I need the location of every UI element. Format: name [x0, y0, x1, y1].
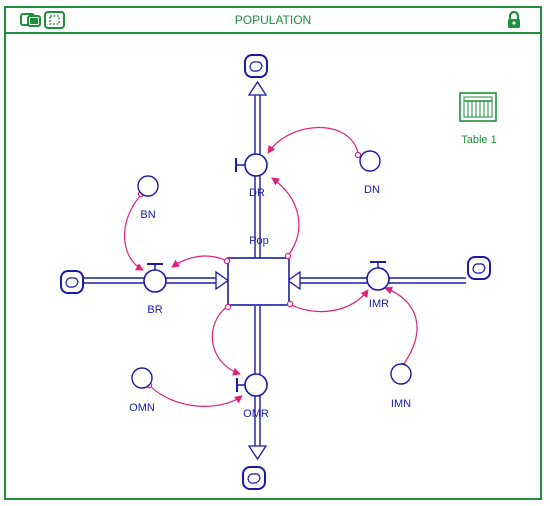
cloud-icon[interactable]	[467, 256, 491, 280]
converter-imn[interactable]: IMN	[390, 363, 412, 410]
flow-label-imr: IMR	[369, 298, 389, 310]
flow-valve-br[interactable]: BR	[143, 263, 167, 316]
stock-label: Pop	[249, 235, 269, 247]
connector-pop-dr[interactable]	[271, 177, 300, 258]
converter-omn[interactable]: OMN	[129, 367, 155, 414]
model-window: POPULATION	[4, 6, 542, 500]
connector-dn-dr[interactable]	[267, 126, 359, 154]
converter-dn[interactable]: DN	[359, 150, 381, 196]
converter-label-dn: DN	[364, 184, 380, 196]
model-layer-icon[interactable]	[44, 11, 66, 34]
flow-valve-omr[interactable]: OMR	[236, 373, 269, 420]
connector-pop-imr[interactable]	[288, 289, 369, 313]
flow-label-dr: DR	[249, 187, 265, 199]
flow-label-omr: OMR	[243, 408, 269, 420]
stock-pop[interactable]: Pop	[227, 235, 290, 306]
window-title: POPULATION	[234, 13, 312, 27]
converter-label-omn: OMN	[129, 402, 155, 414]
connector-pop-omr[interactable]	[211, 305, 241, 376]
converter-label-bn: BN	[140, 209, 155, 221]
converter-label-imn: IMN	[391, 398, 411, 410]
table-label: Table 1	[461, 134, 496, 146]
connector-pop-br[interactable]	[171, 255, 228, 268]
cloud-icon[interactable]	[242, 466, 266, 490]
flow-valve-dr[interactable]: DR	[235, 153, 268, 199]
flow-label-br: BR	[147, 304, 162, 316]
flow-valve-imr[interactable]: IMR	[366, 261, 390, 310]
table-pad[interactable]: Table 1	[459, 92, 497, 146]
connector-imn-imr[interactable]	[384, 286, 418, 366]
converter-bn[interactable]: BN	[137, 175, 159, 221]
table-icon	[459, 92, 497, 122]
map-layer-icon[interactable]	[20, 11, 42, 34]
title-bar: POPULATION	[6, 8, 540, 34]
cloud-icon[interactable]	[244, 54, 268, 78]
connectors	[124, 126, 418, 407]
cloud-icon[interactable]	[60, 270, 84, 294]
lock-icon[interactable]	[506, 10, 522, 34]
connector-bn-br[interactable]	[124, 195, 144, 271]
connector-omn-omr[interactable]	[149, 385, 243, 407]
